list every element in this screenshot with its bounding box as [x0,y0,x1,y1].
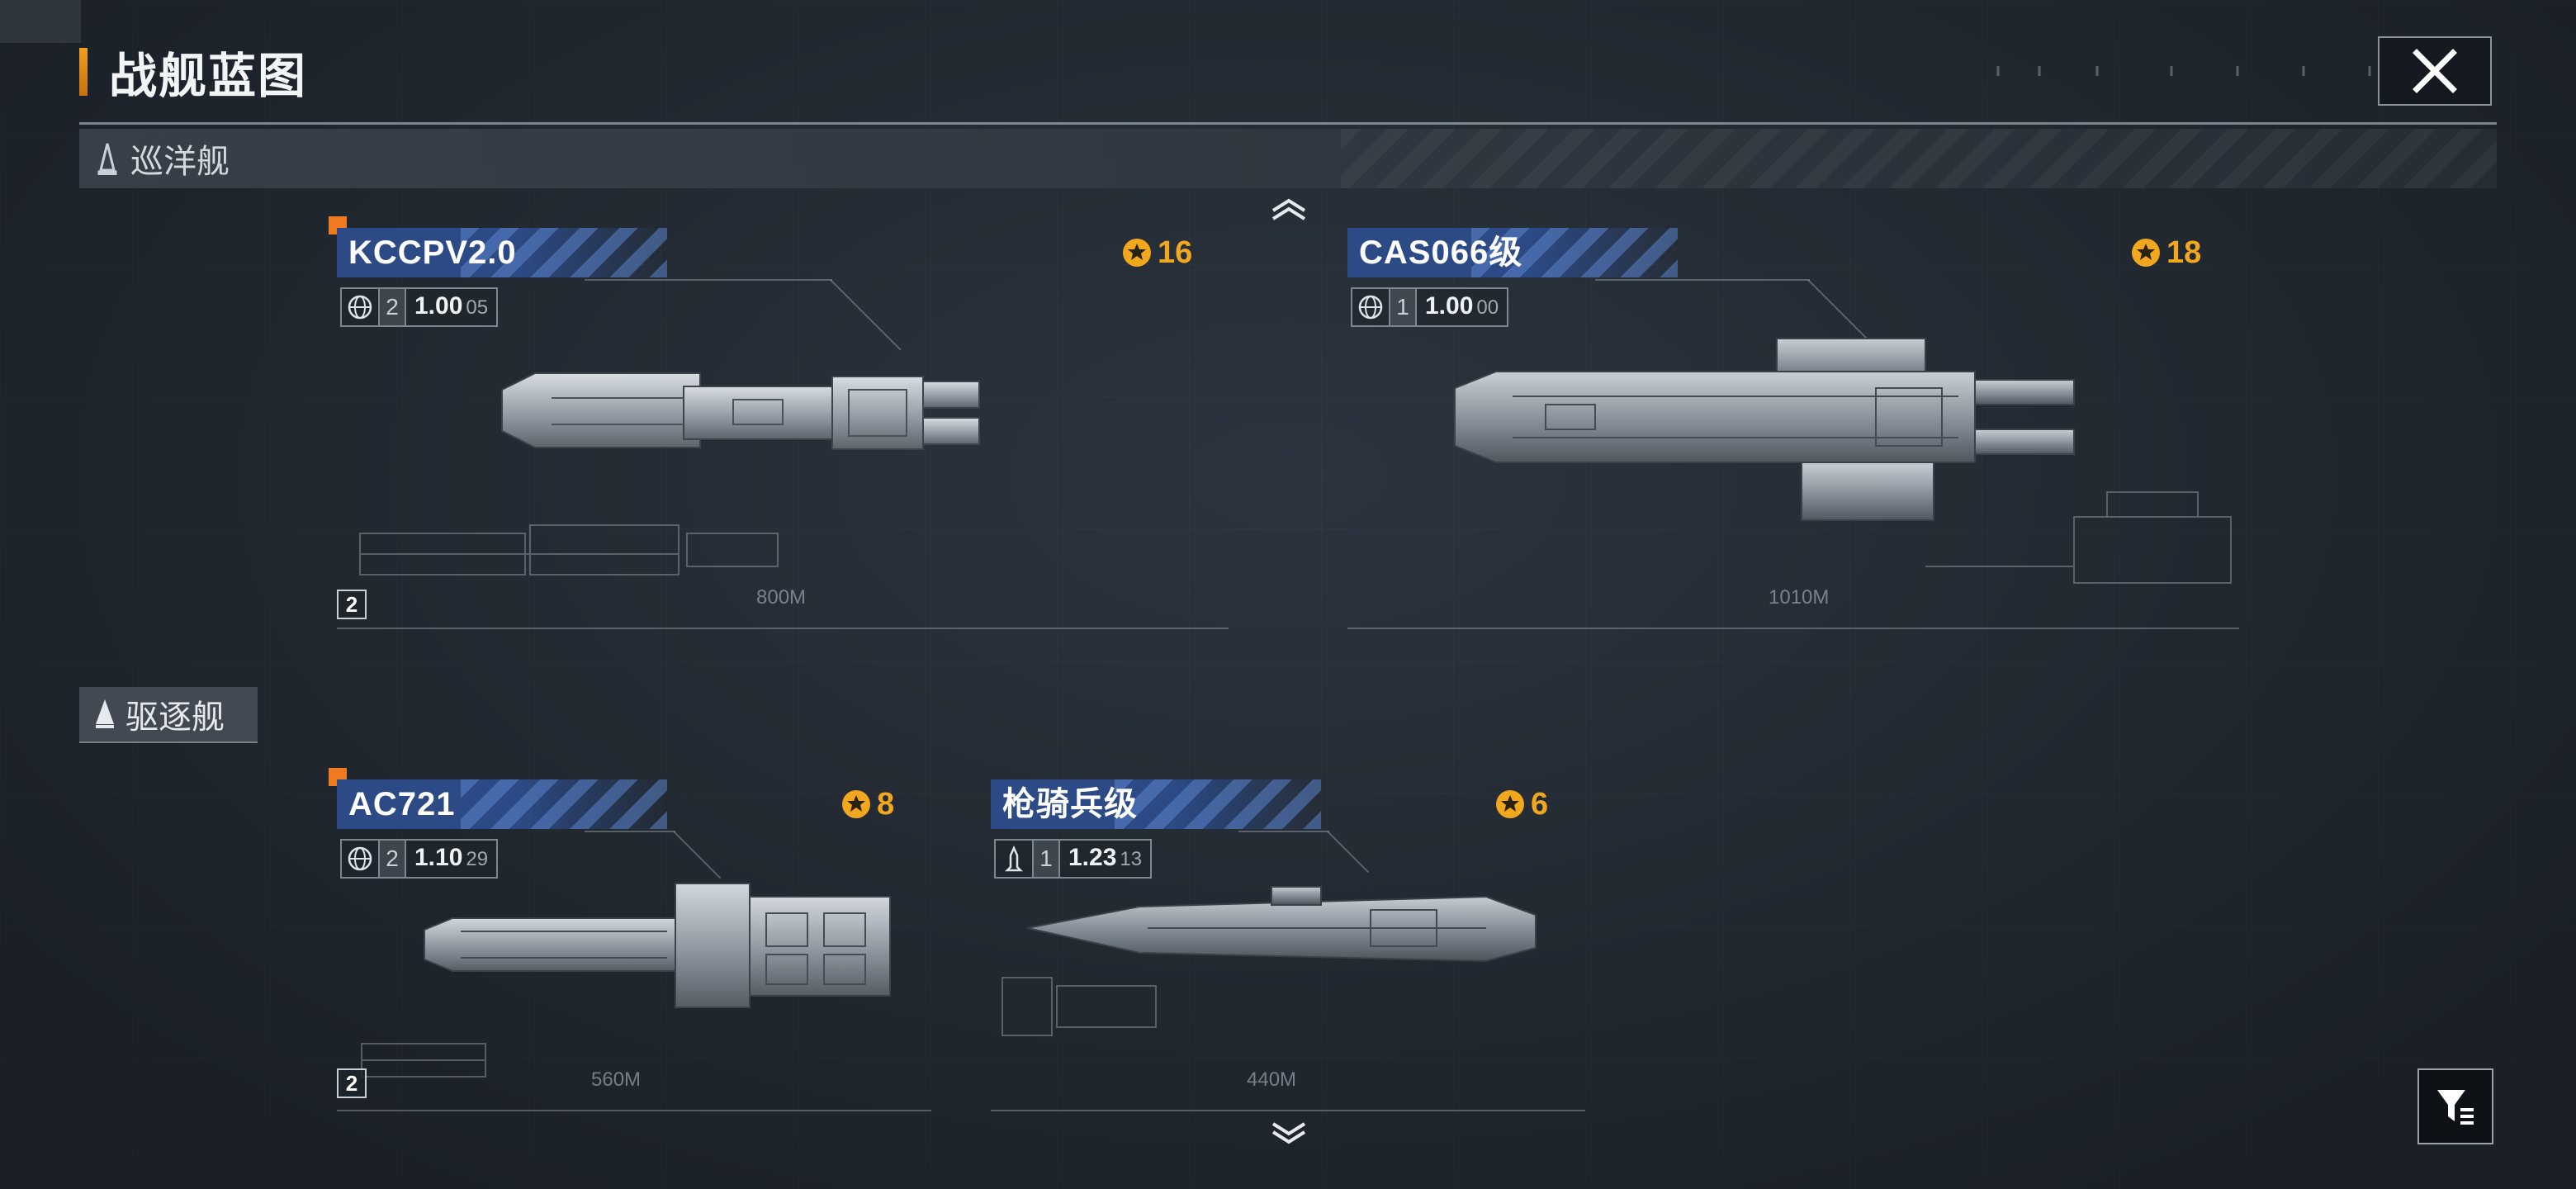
scale-baseline [337,1110,931,1111]
category-bar-cruiser[interactable]: 巡洋舰 [79,129,2497,188]
ship-length-label: 1010M [1769,586,1830,609]
cost-badge-icon [1123,239,1151,267]
category-label-destroyer: 驱逐舰 [125,699,225,736]
globe-icon [342,289,380,325]
header-divider [79,122,2497,125]
tech-level: 2 [380,289,406,325]
ship-image [501,372,980,450]
scale-baseline [991,1110,1585,1111]
ship-silhouette-icon [92,696,117,733]
blueprint-schematic [359,524,779,576]
ship-image [1026,886,1537,963]
globe-icon [342,841,380,877]
ship-silhouette-icon [96,142,119,175]
ship-name-tag: CAS066级 [1347,228,1678,277]
ship-cost: 8 [841,783,894,826]
ship-length-label: 560M [591,1068,642,1091]
chevron-down-icon [1271,1122,1306,1144]
chevron-up-icon [1271,198,1306,220]
scale-baseline [337,628,1229,629]
ship-count-badge: 2 [337,590,367,619]
cost-badge-icon [1496,790,1524,818]
corner-decoration [0,0,81,43]
ship-cost: 18 [2130,231,2201,274]
leader-line [585,831,675,832]
ship-name-tag: 枪骑兵级 [991,779,1321,829]
category-button-destroyer[interactable]: 驱逐舰 [79,687,258,743]
filter-icon [2437,1090,2474,1125]
leader-line [585,279,832,281]
ship-cost: 6 [1494,783,1548,826]
ship-name: AC721 [348,786,456,822]
cost-badge-icon [842,790,870,818]
blueprint-schematic [361,1043,486,1078]
tech-level: 1 [1390,289,1417,325]
page-title: 战舰蓝图 [109,50,308,103]
page-header: 战舰蓝图 [79,45,307,103]
scale-baseline [1347,628,2239,629]
ship-name: CAS066级 [1359,234,1523,271]
globe-icon [1352,289,1390,325]
close-icon [2413,49,2457,93]
ship-count-badge: 2 [337,1068,367,1098]
ship-length-label: 440M [1247,1068,1297,1091]
title-accent-bar [79,48,88,96]
tech-level: 2 [380,841,406,877]
filter-button[interactable] [2417,1068,2493,1144]
ship-image [1454,338,2075,521]
ship-cost: 16 [1121,231,1192,274]
scroll-up-button[interactable] [1268,195,1309,221]
scroll-down-button[interactable] [1268,1120,1309,1146]
cost-badge-icon [2132,239,2160,267]
category-label-cruiser: 巡洋舰 [130,144,230,180]
ship-name-tag: KCCPV2.0 [337,228,667,277]
blueprint-schematic [1002,977,1157,1036]
leader-line [1238,831,1329,832]
leader-line [1595,279,1810,281]
tech-level: 1 [1034,841,1060,877]
ship-name-tag: AC721 [337,779,667,829]
ship-name: KCCPV2.0 [348,234,517,271]
ship-name: 枪骑兵级 [1002,786,1138,822]
ship-length-label: 800M [756,586,807,609]
close-button[interactable] [2378,36,2492,106]
blueprint-schematic [1925,491,2232,584]
missile-icon [996,841,1034,877]
ship-image [424,883,891,1008]
category-bar-stripes [1341,129,2497,188]
